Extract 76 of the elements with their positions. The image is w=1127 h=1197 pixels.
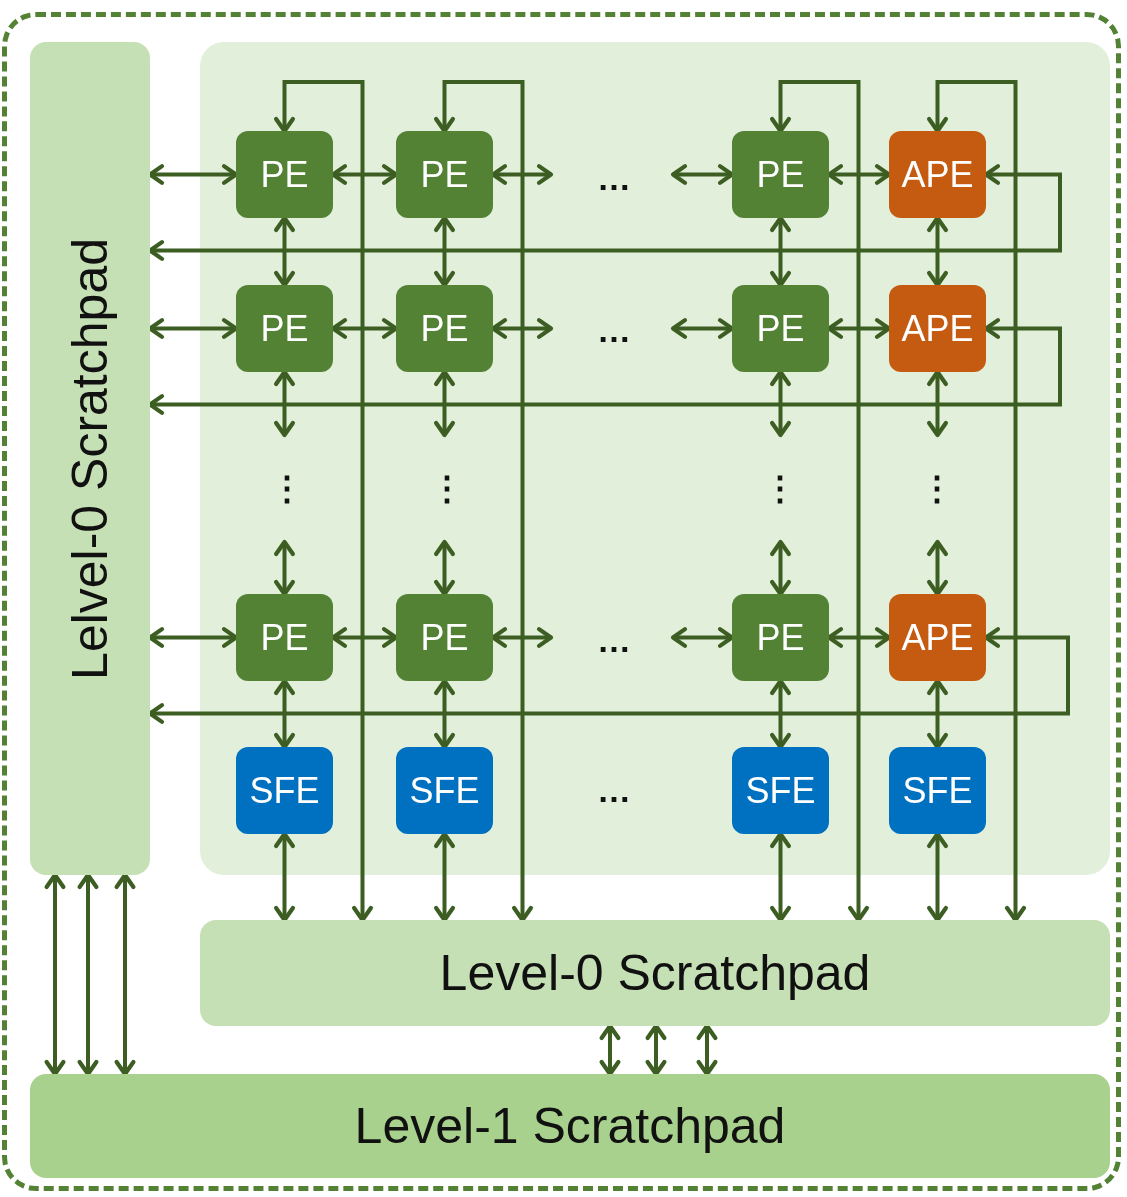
node-label: APE (901, 616, 974, 659)
arrow (927, 831, 948, 923)
node-label: APE (901, 307, 974, 350)
node-label: PE (260, 616, 309, 659)
ellipsis: ⋮ (763, 471, 797, 505)
arrow (274, 678, 295, 750)
node-label: SFE (902, 769, 973, 812)
arrow (274, 831, 295, 923)
ellipsis: … (597, 623, 631, 657)
node-label: SFE (249, 769, 320, 812)
ape-box (889, 594, 986, 681)
pe-box (236, 131, 333, 218)
node-label: PE (420, 307, 469, 350)
node-label: PE (756, 307, 805, 350)
arrow (274, 539, 295, 597)
pe-box (732, 594, 829, 681)
ellipsis: … (597, 313, 631, 347)
pe-box (236, 594, 333, 681)
arrow (927, 678, 948, 750)
arrow (696, 1023, 718, 1077)
ellipsis: … (597, 773, 631, 807)
arrow (44, 872, 66, 1077)
node-label: PE (756, 153, 805, 196)
sfe-box (889, 747, 986, 834)
arrow (274, 369, 295, 438)
sfe-box (396, 747, 493, 834)
ellipsis: ⋮ (920, 471, 954, 505)
ellipsis: ⋮ (270, 471, 304, 505)
scratchpad-panel (200, 920, 1110, 1026)
arrow (927, 215, 948, 288)
pe-box (396, 285, 493, 372)
pe-box (732, 285, 829, 372)
node-label: PE (420, 153, 469, 196)
arrow (274, 215, 295, 288)
ellipsis: ⋮ (430, 471, 464, 505)
arrow (434, 215, 455, 288)
arrow (434, 831, 455, 923)
arrow (274, 80, 373, 923)
arrow (927, 80, 1026, 923)
arrow (77, 872, 99, 1077)
arrow (927, 539, 948, 597)
pe-box (732, 131, 829, 218)
arrow (770, 831, 791, 923)
node-label: APE (901, 153, 974, 196)
node-label: PE (756, 616, 805, 659)
arrow (770, 369, 791, 438)
ape-box (889, 131, 986, 218)
node-label: Level-1 Scratchpad (354, 1097, 786, 1155)
node-label: Level-0 Scratchpad (439, 944, 871, 1002)
node-label: SFE (745, 769, 816, 812)
ellipsis: … (597, 161, 631, 195)
arrow (434, 80, 533, 923)
arrow (770, 678, 791, 750)
arrow (770, 539, 791, 597)
node-label: PE (260, 307, 309, 350)
arrow (599, 1023, 621, 1077)
scratchpad-panel (30, 1074, 1110, 1178)
node-label: Lelvel-0 Scratchpad (61, 237, 119, 680)
sfe-box (236, 747, 333, 834)
scratchpad-panel (30, 42, 150, 875)
node-label: PE (260, 153, 309, 196)
arrow (770, 215, 791, 288)
arrow (434, 369, 455, 438)
arrow (434, 678, 455, 750)
arrow (114, 872, 136, 1077)
pe-box (396, 594, 493, 681)
arrow (434, 539, 455, 597)
sfe-box (732, 747, 829, 834)
arrow (770, 80, 869, 923)
node-label: SFE (409, 769, 480, 812)
pe-box (236, 285, 333, 372)
arrow (927, 369, 948, 438)
ape-box (889, 285, 986, 372)
pe-box (396, 131, 493, 218)
arrow (645, 1023, 667, 1077)
node-label: PE (420, 616, 469, 659)
